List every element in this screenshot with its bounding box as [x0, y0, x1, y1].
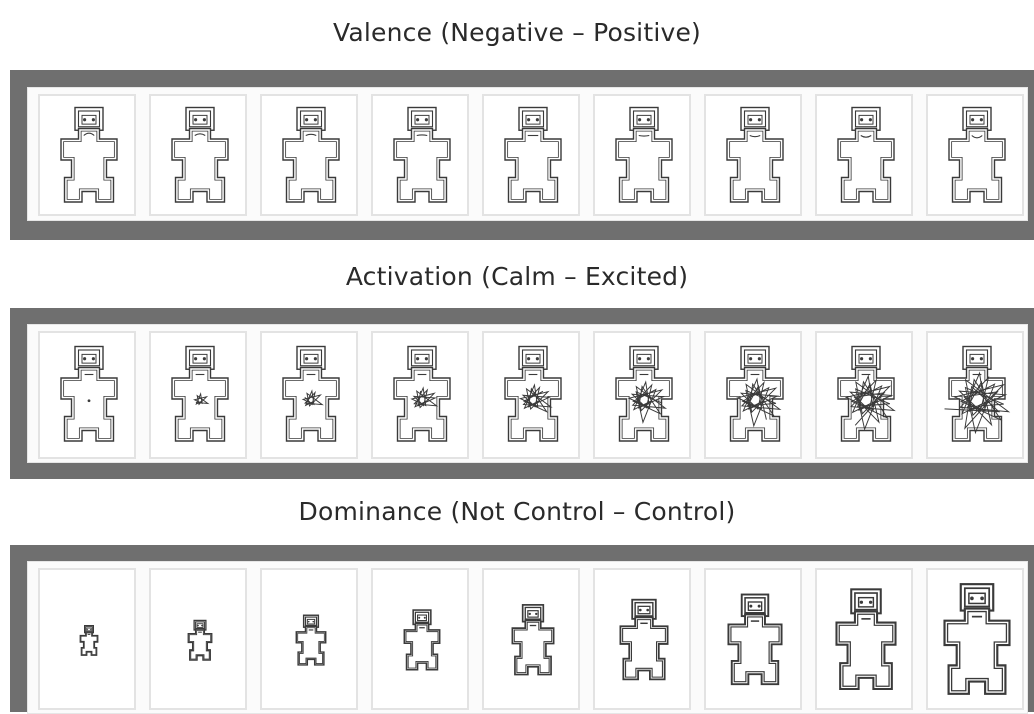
activation-level-2-card[interactable]: [149, 331, 247, 459]
dominance-level-6-card[interactable]: [593, 568, 691, 710]
activation-level-1-card[interactable]: [38, 331, 136, 459]
sam-arousal-figure-icon: [282, 345, 340, 442]
activation-level-7-card[interactable]: [704, 331, 802, 459]
dominance-level-8-card[interactable]: [815, 568, 913, 710]
activation-level-4-card[interactable]: [371, 331, 469, 459]
dominance-level-1-card[interactable]: [38, 568, 136, 710]
dominance-level-7-card[interactable]: [704, 568, 802, 710]
valence-level-3-card[interactable]: [260, 94, 358, 216]
activation-level-9-card[interactable]: [926, 331, 1024, 459]
activation-level-5-card[interactable]: [482, 331, 580, 459]
sam-dominance-figure-icon: [619, 598, 669, 681]
sam-dominance-figure-icon: [403, 609, 441, 671]
sam-dominance-figure-icon: [187, 619, 213, 661]
sam-arousal-figure-icon: [393, 345, 451, 442]
sam-arousal-figure-icon: [171, 345, 229, 442]
activation-level-8-card[interactable]: [815, 331, 913, 459]
sam-dominance-figure-icon: [79, 624, 99, 656]
sam-valence-figure-icon: [504, 106, 562, 203]
sam-valence-figure-icon: [60, 106, 118, 203]
sam-valence-figure-icon: [948, 106, 1006, 203]
activation-title: Activation (Calm – Excited): [345, 262, 689, 291]
valence-title: Valence (Negative – Positive): [333, 18, 701, 47]
sam-arousal-figure-icon: [837, 345, 896, 442]
valence-level-2-card[interactable]: [149, 94, 247, 216]
valence-level-5-card[interactable]: [482, 94, 580, 216]
dominance-level-3-card[interactable]: [260, 568, 358, 710]
dominance-level-2-card[interactable]: [149, 568, 247, 710]
dominance-level-9-card[interactable]: [926, 568, 1024, 710]
sam-valence-figure-icon: [393, 106, 451, 203]
sam-valence-figure-icon: [615, 106, 673, 203]
sam-dominance-figure-icon: [835, 588, 897, 690]
sam-valence-figure-icon: [837, 106, 895, 203]
sam-valence-figure-icon: [171, 106, 229, 203]
dominance-level-5-card[interactable]: [482, 568, 580, 710]
sam-arousal-figure-icon: [944, 345, 1011, 442]
activation-level-6-card[interactable]: [593, 331, 691, 459]
valence-level-9-card[interactable]: [926, 94, 1024, 216]
sam-dominance-figure-icon: [727, 593, 783, 686]
dominance-level-4-card[interactable]: [371, 568, 469, 710]
sam-dominance-figure-icon: [295, 614, 327, 666]
activation-level-3-card[interactable]: [260, 331, 358, 459]
dominance-title: Dominance (Not Control – Control): [298, 497, 736, 526]
valence-level-6-card[interactable]: [593, 94, 691, 216]
sam-arousal-figure-icon: [504, 345, 562, 442]
sam-arousal-figure-icon: [615, 345, 673, 442]
sam-arousal-figure-icon: [726, 345, 784, 442]
valence-level-1-card[interactable]: [38, 94, 136, 216]
valence-level-4-card[interactable]: [371, 94, 469, 216]
valence-level-8-card[interactable]: [815, 94, 913, 216]
sam-valence-figure-icon: [726, 106, 784, 203]
sam-arousal-figure-icon: [60, 345, 118, 442]
sam-valence-figure-icon: [282, 106, 340, 203]
sam-dominance-figure-icon: [943, 583, 1011, 695]
sam-dominance-figure-icon: [511, 604, 555, 676]
valence-level-7-card[interactable]: [704, 94, 802, 216]
